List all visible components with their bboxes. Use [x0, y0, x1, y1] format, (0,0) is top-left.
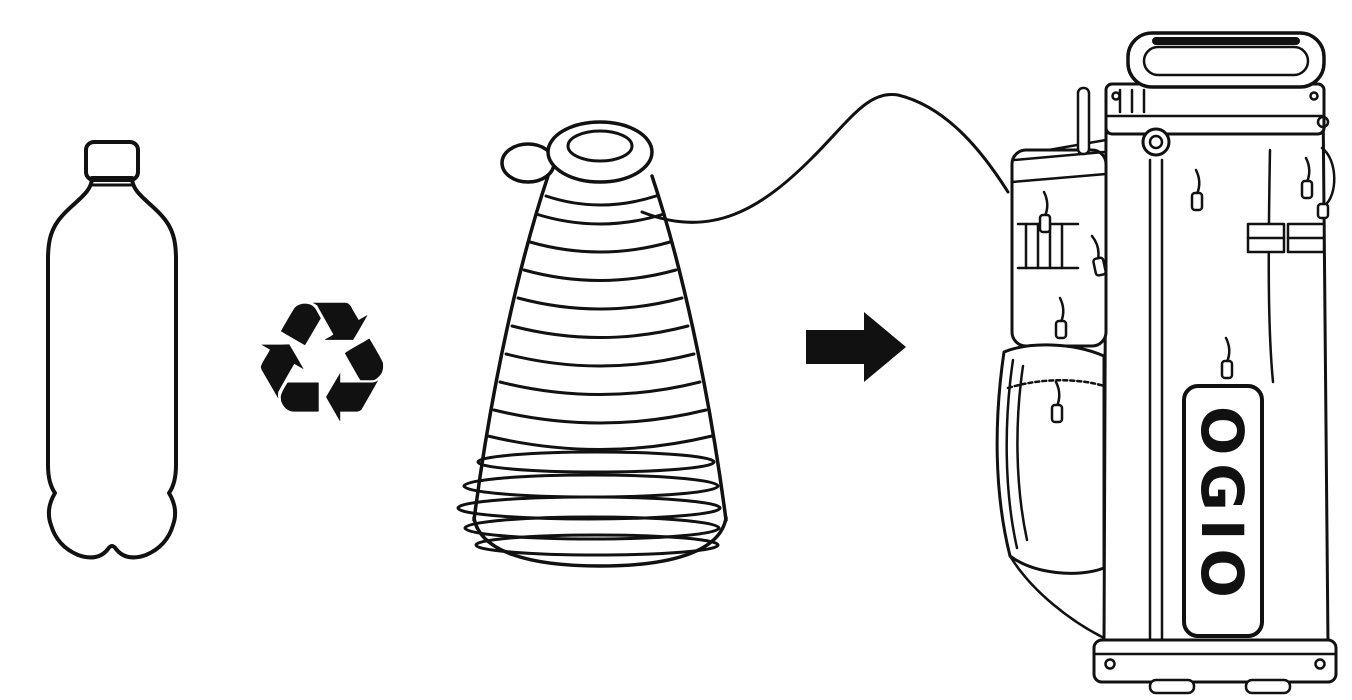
cone-loose-loops	[456, 450, 722, 557]
cone-right-side	[650, 174, 728, 522]
recycle-symbol-icon: ♻	[247, 265, 398, 461]
cone-thread-wraps	[486, 194, 714, 451]
bag-collar	[1104, 82, 1326, 136]
bag-knob	[1141, 127, 1171, 157]
bag-logo-panel: OGIO	[1182, 384, 1264, 638]
cone-left-side	[472, 174, 550, 522]
right-arrow-icon	[806, 312, 906, 382]
collar-screw	[1309, 91, 1319, 101]
right-arrow-shape	[806, 312, 906, 382]
bag-handle	[1126, 31, 1326, 89]
bag-upper-left-pocket	[1010, 148, 1108, 348]
golf-bag-icon: OGIO	[995, 31, 1338, 695]
collar-screw	[1111, 91, 1121, 101]
recycle-glyph: ♻	[247, 265, 398, 461]
pocket-zipper	[1006, 379, 1106, 390]
handle-grip-band	[1152, 37, 1300, 45]
bottle-body	[46, 176, 178, 560]
bag-foot	[1148, 678, 1196, 695]
plastic-bottle-icon	[46, 140, 178, 560]
umbrella-tube	[1076, 86, 1091, 156]
yarn-cone-icon	[456, 92, 1010, 568]
bag-seams	[1008, 138, 1275, 642]
bottle-cap	[84, 140, 140, 182]
bag-side-loop	[1316, 115, 1336, 220]
bag-ball-pocket	[995, 343, 1106, 575]
bag-base	[1092, 638, 1338, 695]
ogio-logo-text: OGIO	[1188, 406, 1256, 606]
cone-top-knob-inner	[566, 129, 634, 163]
bag-foot	[1244, 678, 1292, 695]
thread-to-bag	[640, 92, 1010, 224]
bag-patches	[1246, 222, 1326, 254]
cone-base	[472, 516, 728, 568]
